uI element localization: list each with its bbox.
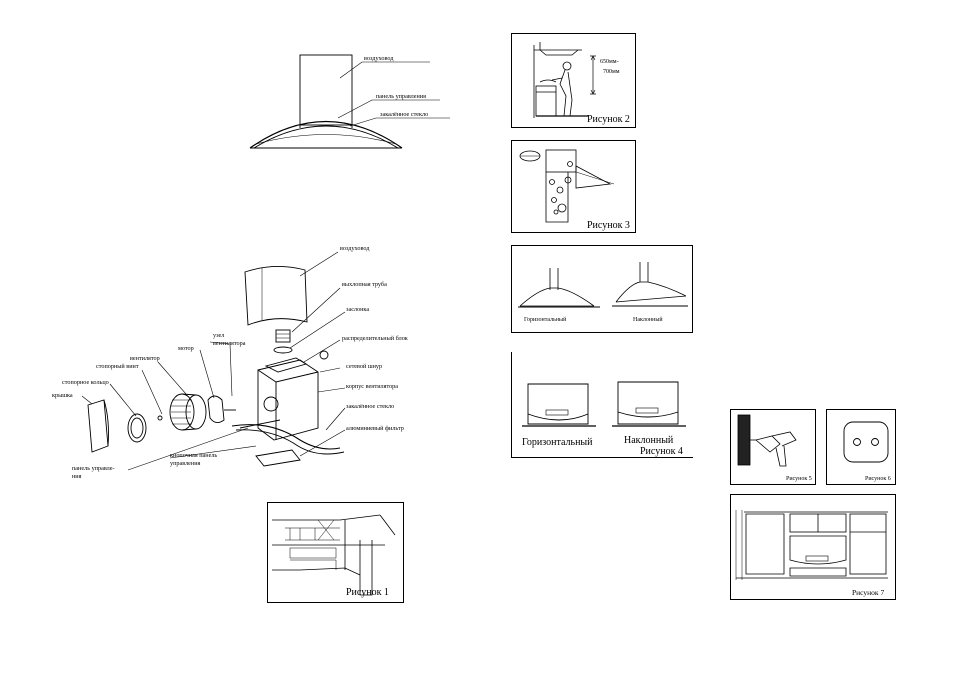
figure-4-bottom-inclined: Наклонный (624, 435, 674, 446)
label-control-panel-top: панель управления (376, 93, 426, 100)
figure-4-top-drawing (518, 262, 688, 308)
label-duct-top: воздуховод (364, 55, 394, 62)
figure-5-drawing (737, 414, 797, 467)
figure-7-caption: Рисунок 7 (852, 588, 885, 597)
label-control-panel-1: панель управле- (72, 465, 115, 472)
label-motor: мотор (178, 345, 194, 352)
label-button-panel-2: управления (170, 460, 201, 467)
figure-3-frame (511, 140, 636, 233)
label-mesh-cable: сетевой шнур (346, 363, 383, 370)
label-control-panel-2: ния (72, 473, 82, 480)
figure-2-caption: Рисунок 2 (587, 114, 630, 125)
top-hood-drawing (249, 54, 450, 149)
figure-4-bottom-drawing (522, 381, 686, 427)
figure-4-top-horizontal: Горизонтальный (524, 317, 567, 323)
figure-1-drawing (272, 514, 396, 596)
label-fan-housing: корпус вентилятора (346, 383, 399, 390)
figure-2-dimension-2: 700мм (603, 69, 620, 75)
label-aluminum-filter: алюминиевый фильтр (346, 425, 404, 432)
label-damper: заслонка (346, 306, 370, 313)
figure-3-caption: Рисунок 3 (587, 220, 630, 231)
label-fan: вентилятор (130, 355, 160, 362)
figure-2-frame (511, 33, 636, 128)
figure-6-frame (826, 409, 896, 485)
exploded-view-drawing (81, 251, 346, 471)
label-distribution-block: распределительный блок (342, 335, 408, 342)
figure-4-top-inclined: Наклонный (633, 317, 663, 323)
figure-6-caption: Рисунок 6 (865, 476, 891, 482)
label-tempered-glass-top: закалённое стекло (380, 111, 429, 118)
label-stop-ring-2: стопорное кольцо (62, 379, 109, 386)
figure-4-top-frame (511, 245, 693, 333)
figure-7-drawing (735, 510, 888, 580)
label-fan-unit-2: вентилятора (213, 340, 246, 347)
figure-3-drawing (519, 149, 615, 223)
label-stop-ring-1: стопорный винт (96, 363, 139, 370)
label-cover: крышка (52, 392, 73, 399)
figure-4-bottom-frame (511, 352, 693, 458)
figure-2-drawing (533, 42, 596, 118)
figure-5-frame (730, 409, 816, 485)
label-fan-unit-1: узел (213, 332, 225, 339)
figure-1-caption: Рисунок 1 (346, 587, 389, 598)
figure-2-dimension-1: 650мм- (600, 59, 619, 65)
figure-1-frame (267, 502, 404, 603)
label-button-panel-1: кнопочная панель (170, 452, 218, 459)
figure-4-bottom-horizontal: Горизонтальный (522, 437, 593, 448)
figure-7-frame (730, 494, 896, 600)
label-tempered-glass: закалённое стекло (346, 403, 395, 410)
figure-6-drawing (843, 421, 889, 463)
figure-5-caption: Рисунок 5 (786, 476, 812, 482)
label-duct: воздуховод (340, 245, 370, 252)
label-exhaust-pipe: выхлопная труба (342, 281, 387, 288)
figure-4-caption: Рисунок 4 (640, 446, 683, 457)
